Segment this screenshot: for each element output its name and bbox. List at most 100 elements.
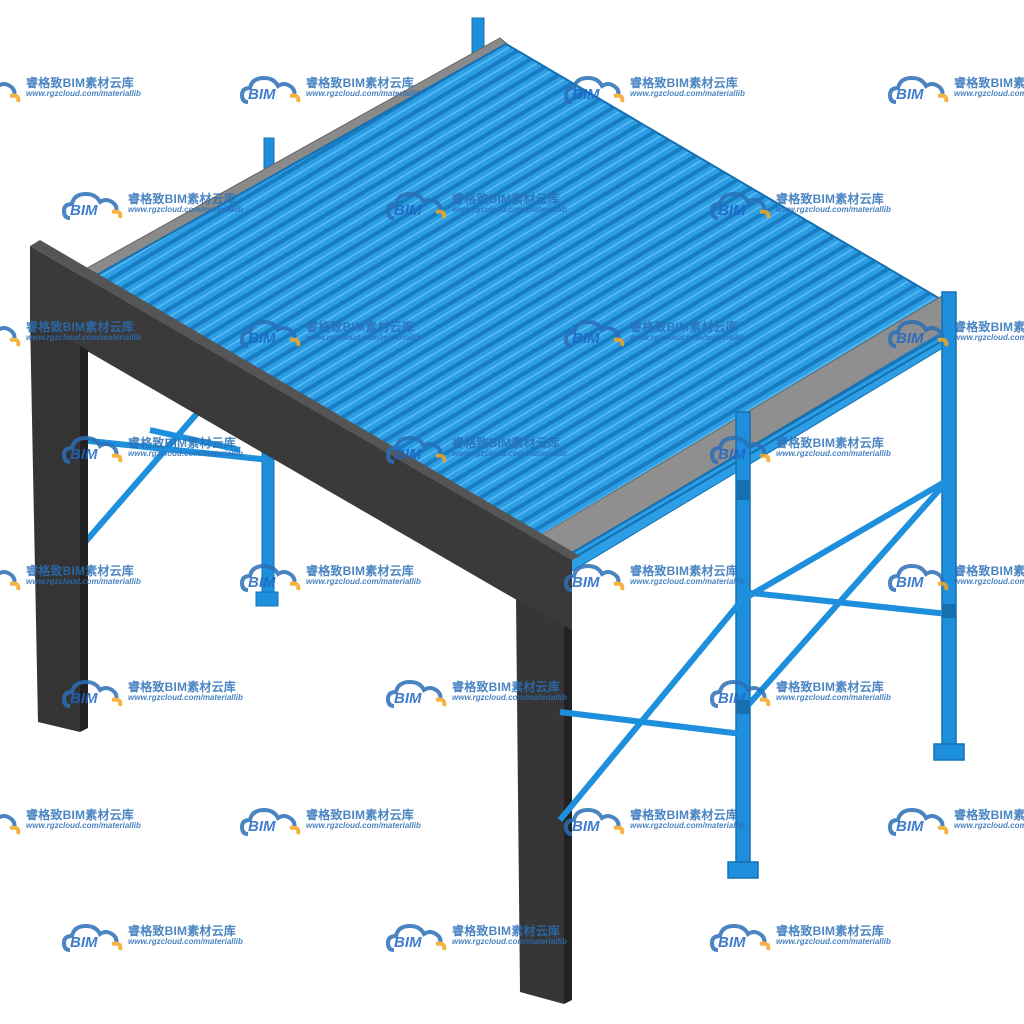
watermark-cn-text: 睿格致BIM素材云库 bbox=[306, 564, 414, 578]
watermark-cn-text: 睿格致BIM素材云库 bbox=[776, 924, 884, 938]
watermark-cn-text: 睿格致BIM素材云库 bbox=[128, 680, 236, 694]
watermark-cn-text: 睿格致BIM素材云库 bbox=[954, 808, 1024, 822]
watermark-bim-text: BIM bbox=[896, 86, 924, 103]
watermark-logo: BIM睿格致BIM素材云库www.rgzcloud.com/materialli… bbox=[888, 560, 1024, 600]
watermark-url-text: www.rgzcloud.com/materiallib bbox=[452, 693, 567, 702]
right-bracing bbox=[557, 477, 951, 822]
watermark-url-text: www.rgzcloud.com/materiallib bbox=[776, 449, 891, 458]
watermark-url-text: www.rgzcloud.com/materiallib bbox=[776, 693, 891, 702]
cloud-icon bbox=[564, 319, 625, 348]
watermark-cn-text: 睿格致BIM素材云库 bbox=[306, 76, 414, 90]
cloud-icon bbox=[564, 807, 625, 836]
cloud-icon bbox=[240, 319, 301, 348]
watermark-cn-text: 睿格致BIM素材云库 bbox=[128, 192, 236, 206]
cloud-icon bbox=[240, 75, 301, 104]
watermark-cn-text: 睿格致BIM素材云库 bbox=[26, 320, 134, 334]
cloud-icon bbox=[386, 923, 447, 952]
watermark-logo: BIM睿格致BIM素材云库www.rgzcloud.com/materialli… bbox=[0, 72, 150, 112]
watermark-url-text: www.rgzcloud.com/materiallib bbox=[306, 821, 421, 830]
cloud-icon bbox=[710, 191, 771, 220]
watermark-cn-text: 睿格致BIM素材云库 bbox=[776, 680, 884, 694]
watermark-url-text: www.rgzcloud.com/materiallib bbox=[26, 577, 141, 586]
watermark-bim-text: BIM bbox=[896, 330, 924, 347]
concrete-frame bbox=[30, 240, 580, 1004]
cloud-icon bbox=[888, 319, 949, 348]
watermark-url-text: www.rgzcloud.com/materiallib bbox=[954, 821, 1024, 830]
watermark-logo: BIM睿格致BIM素材云库www.rgzcloud.com/materialli… bbox=[888, 72, 1024, 112]
watermark-bim-text: BIM bbox=[394, 202, 422, 219]
watermark-url-text: www.rgzcloud.com/materiallib bbox=[306, 333, 421, 342]
watermark-cn-text: 睿格致BIM素材云库 bbox=[630, 320, 738, 334]
watermark-url-text: www.rgzcloud.com/materiallib bbox=[630, 577, 745, 586]
watermark-cn-text: 睿格致BIM素材云库 bbox=[26, 76, 134, 90]
cloud-icon bbox=[240, 807, 301, 836]
watermark-bim-text: BIM bbox=[896, 818, 924, 835]
cloud-icon bbox=[888, 75, 949, 104]
cloud-icon bbox=[0, 82, 21, 103]
watermark-cn-text: 睿格致BIM素材云库 bbox=[630, 564, 738, 578]
watermark-cn-text: 睿格致BIM素材云库 bbox=[306, 808, 414, 822]
watermark-bim-text: BIM bbox=[718, 690, 746, 707]
watermark-url-text: www.rgzcloud.com/materiallib bbox=[630, 821, 745, 830]
cloud-icon bbox=[240, 563, 301, 592]
watermark-bim-text: BIM bbox=[70, 446, 98, 463]
watermark-url-text: www.rgzcloud.com/materiallib bbox=[776, 205, 891, 214]
cloud-icon bbox=[386, 435, 447, 464]
cloud-icon bbox=[888, 563, 949, 592]
watermark-bim-text: BIM bbox=[718, 446, 746, 463]
watermark-url-text: www.rgzcloud.com/materiallib bbox=[26, 821, 141, 830]
watermark-cn-text: 睿格致BIM素材云库 bbox=[452, 680, 560, 694]
cloud-icon bbox=[710, 679, 771, 708]
watermark-cn-text: 睿格致BIM素材云库 bbox=[776, 436, 884, 450]
watermark-cn-text: 睿格致BIM素材云库 bbox=[452, 436, 560, 450]
cloud-icon bbox=[0, 814, 21, 835]
watermark-cn-text: 睿格致BIM素材云库 bbox=[128, 924, 236, 938]
right-steel-columns bbox=[727, 291, 965, 879]
watermark-url-text: www.rgzcloud.com/materiallib bbox=[954, 89, 1024, 98]
watermark-url-text: www.rgzcloud.com/materiallib bbox=[630, 333, 745, 342]
cloud-icon bbox=[710, 923, 771, 952]
watermark-bim-text: BIM bbox=[718, 202, 746, 219]
watermark-url-text: www.rgzcloud.com/materiallib bbox=[26, 333, 141, 342]
watermark-bim-text: BIM bbox=[248, 330, 276, 347]
watermark-cn-text: 睿格致BIM素材云库 bbox=[26, 564, 134, 578]
cloud-icon bbox=[0, 570, 21, 591]
watermark-logo: BIM睿格致BIM素材云库www.rgzcloud.com/materialli… bbox=[0, 804, 150, 844]
watermark-cn-text: 睿格致BIM素材云库 bbox=[306, 320, 414, 334]
watermark-cn-text: 睿格致BIM素材云库 bbox=[954, 564, 1024, 578]
cloud-icon bbox=[62, 191, 123, 220]
watermark-bim-text: BIM bbox=[718, 934, 746, 951]
cloud-icon bbox=[710, 435, 771, 464]
watermark-url-text: www.rgzcloud.com/materiallib bbox=[128, 205, 243, 214]
cloud-icon bbox=[386, 191, 447, 220]
cloud-icon bbox=[564, 75, 625, 104]
watermark-url-text: www.rgzcloud.com/materiallib bbox=[306, 577, 421, 586]
watermark-cn-text: 睿格致BIM素材云库 bbox=[630, 76, 738, 90]
watermark-url-text: www.rgzcloud.com/materiallib bbox=[452, 205, 567, 214]
watermark-bim-text: BIM bbox=[70, 934, 98, 951]
watermark-url-text: www.rgzcloud.com/materiallib bbox=[452, 449, 567, 458]
watermark-bim-text: BIM bbox=[248, 574, 276, 591]
watermark-url-text: www.rgzcloud.com/materiallib bbox=[128, 693, 243, 702]
watermark-bim-text: BIM bbox=[572, 818, 600, 835]
watermark-logo: BIM睿格致BIM素材云库www.rgzcloud.com/materialli… bbox=[888, 316, 1024, 356]
watermark-url-text: www.rgzcloud.com/materiallib bbox=[128, 449, 243, 458]
watermark-bim-text: BIM bbox=[896, 574, 924, 591]
